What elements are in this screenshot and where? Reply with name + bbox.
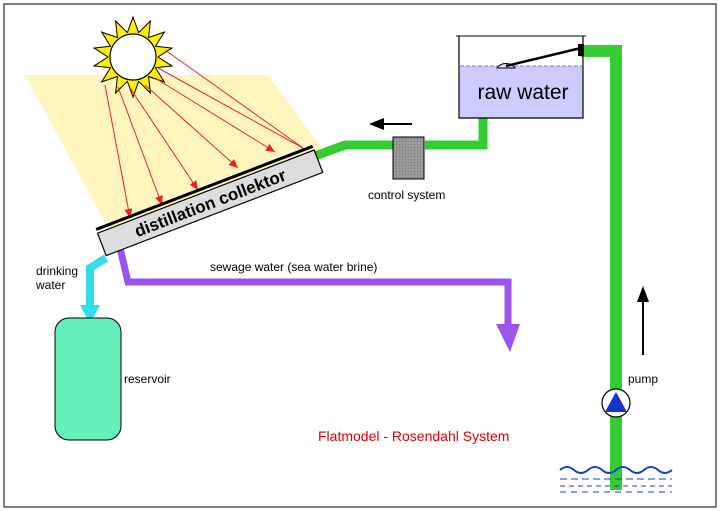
ray-arrowhead (265, 143, 275, 152)
pump-label: pump (628, 372, 658, 386)
control-system-box (392, 136, 425, 180)
raw-water-tank: raw water (456, 35, 586, 119)
sun-rays (104, 49, 304, 219)
ray-arrowhead (228, 159, 238, 168)
drinking-water-arrow (80, 305, 100, 324)
control-system-label: control system (368, 188, 445, 202)
sewage-arrow (496, 324, 520, 352)
flow-arrow-left-icon (369, 118, 412, 130)
reservoir-tank (54, 317, 122, 441)
sewage-label: sewage water (sea water brine) (210, 260, 377, 274)
sewage-pipe (116, 247, 512, 328)
reservoir-label: reservoir (124, 372, 171, 386)
float-lever (505, 46, 582, 68)
drinking-water-label-line2: water (35, 278, 65, 292)
sea-water-waves (559, 466, 673, 493)
pipes-green (313, 45, 622, 490)
drinking-water-pipe (86, 254, 109, 308)
ray-arrowhead (189, 180, 198, 190)
ray-arrowhead (155, 195, 163, 205)
raw-water-label: raw water (477, 81, 568, 104)
pump-icon (601, 388, 631, 418)
drinking-water-label-line1: drinking (36, 264, 78, 278)
caption: Flatmodel - Rosendahl System (318, 428, 509, 444)
flow-arrow-up-icon (637, 286, 649, 355)
sun-icon (92, 15, 174, 99)
